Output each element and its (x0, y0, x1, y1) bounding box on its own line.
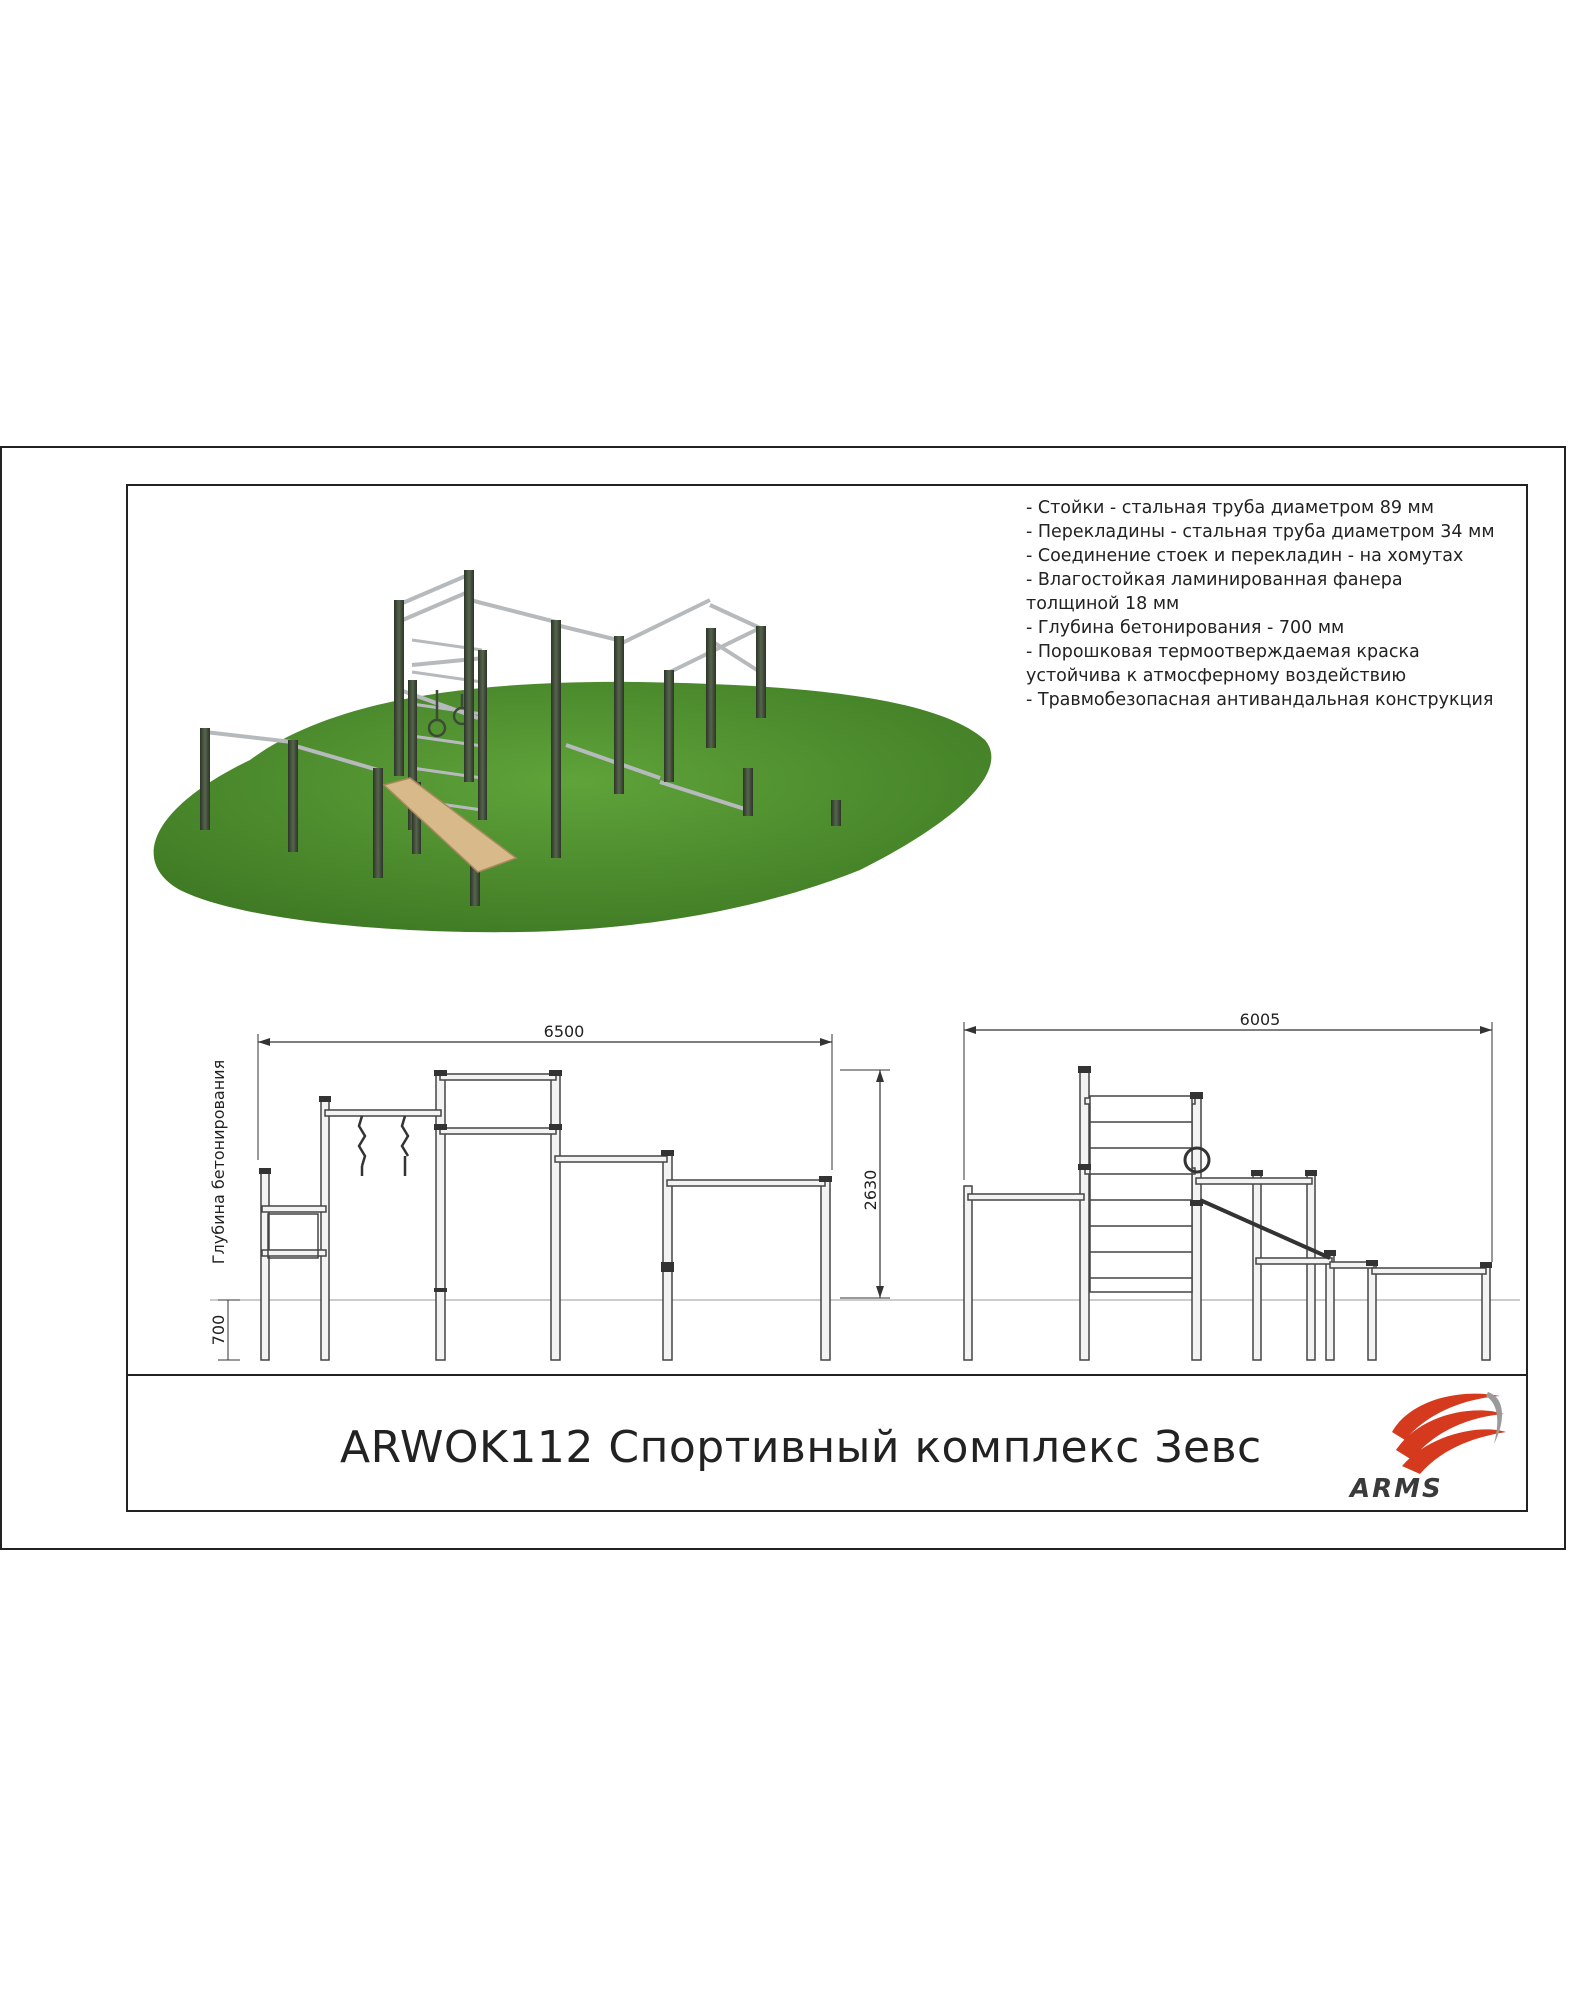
spec-item: - Порошковая термоотверждаемая краска (1026, 642, 1420, 662)
logo-text: ARMS (1350, 1474, 1443, 1504)
spec-item: - Стойки - стальная труба диаметром 89 м… (1026, 498, 1434, 518)
posts (200, 570, 841, 906)
spec-list: - Стойки - стальная труба диаметром 89 м… (1026, 496, 1526, 712)
dimension-width-left: 6500 (544, 1022, 585, 1041)
hanging-chains (357, 1115, 410, 1176)
drawing-sheet (126, 484, 1528, 1512)
depth-label: Глубина бетонирования (209, 1060, 228, 1264)
spec-item: - Соединение стоек и перекладин - на хом… (1026, 546, 1464, 566)
spec-item: - Глубина бетонирования - 700 мм (1026, 618, 1345, 638)
outer-frame (0, 446, 1566, 1550)
rings (427, 690, 472, 738)
dimension-width-right: 6005 (1240, 1010, 1281, 1029)
spec-item: толщиной 18 мм (1026, 594, 1180, 614)
elevation-bars-left (261, 1073, 826, 1259)
elevation-posts-left (260, 1071, 831, 1361)
right-elevation: 6005 (963, 1010, 1493, 1361)
spec-item: - Травмобезопасная антивандальная констр… (1026, 690, 1494, 710)
elevation-clamps-left (259, 1070, 832, 1292)
elevation-posts-right (963, 1069, 1491, 1361)
elevation-incline (1199, 1198, 1331, 1260)
perspective-view (153, 570, 992, 933)
page-title: ARWOK112 Спортивный комплекс Зевс (340, 1422, 1262, 1473)
elevation-bars-right (967, 1097, 1487, 1275)
spec-item: устойчива к атмосферному воздействию (1026, 666, 1407, 686)
left-elevation: 6500 2630 700 Глубина бетонирования (209, 1022, 1520, 1361)
spec-item: - Влагостойкая ламинированная фанера (1026, 570, 1403, 590)
arms-logo-icon (1392, 1392, 1506, 1474)
dimension-depth: 700 (209, 1315, 228, 1346)
title-strip (128, 1374, 1526, 1510)
elevation-ladder (1089, 1095, 1193, 1293)
elevation-clamps-right (1078, 1066, 1492, 1268)
elevation-ring (1183, 1146, 1211, 1174)
dimension-height: 2630 (861, 1170, 880, 1211)
grass-pad (153, 681, 992, 933)
spec-item: - Перекладины - стальная труба диаметром… (1026, 522, 1495, 542)
incline-board (382, 777, 518, 873)
